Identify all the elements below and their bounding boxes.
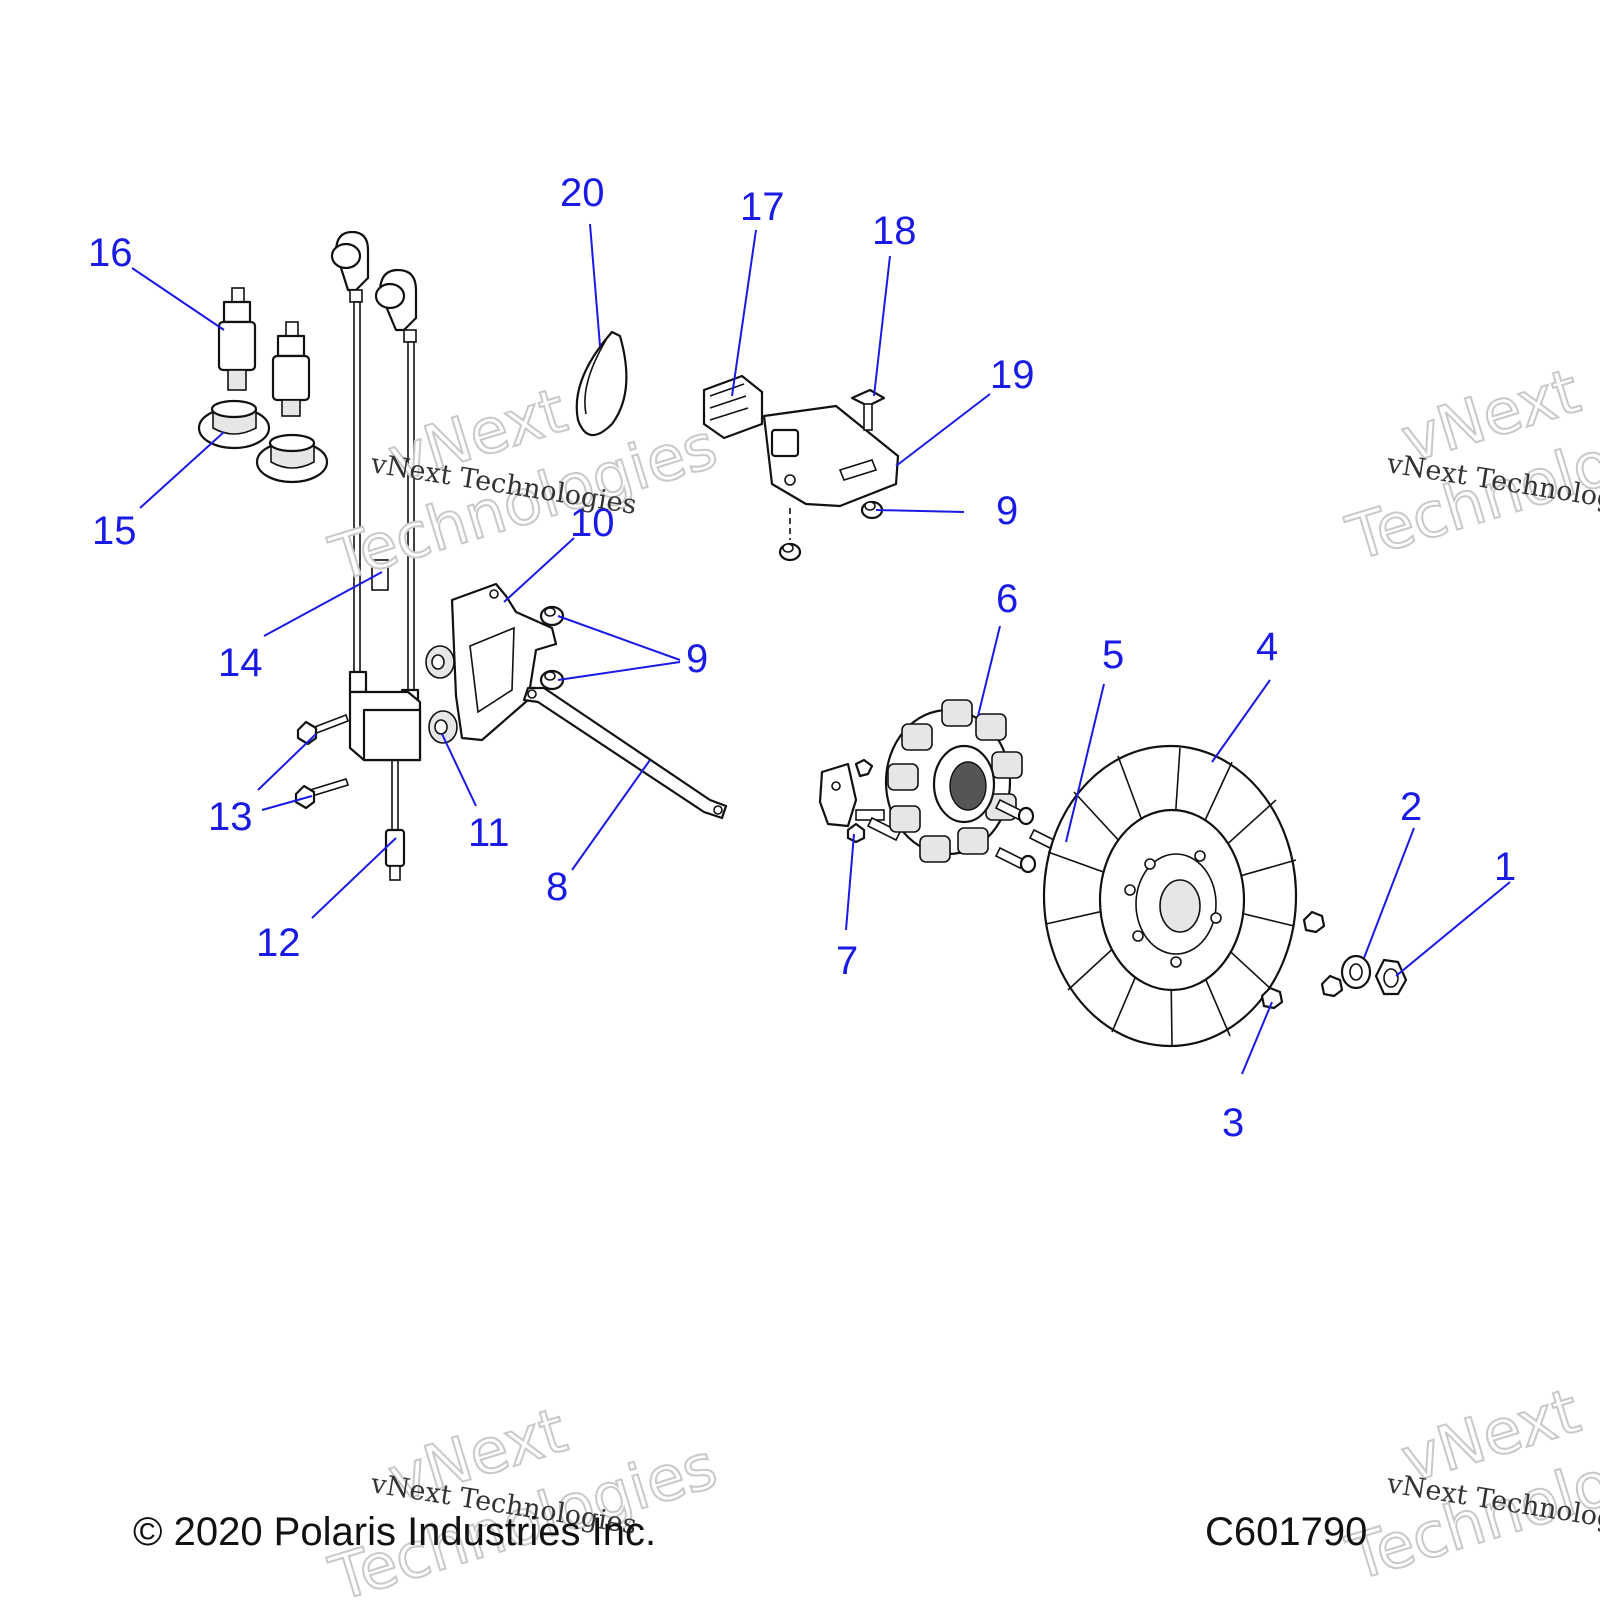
callout-13: 13	[208, 795, 253, 839]
plug-seal-left	[197, 399, 271, 450]
spark-plug-right	[271, 321, 311, 417]
mounting-bracket	[450, 582, 558, 742]
pickup-sensor	[818, 758, 902, 844]
spacers	[425, 645, 458, 744]
callout-1: 1	[1494, 845, 1516, 889]
flywheel-nut	[1374, 958, 1408, 996]
ignition-coil-assembly	[330, 230, 422, 881]
connector	[702, 374, 764, 440]
leader-lines	[131, 223, 1511, 1075]
ground-strap	[522, 686, 728, 820]
spark-plug-left	[217, 287, 257, 391]
callout-19: 19	[990, 353, 1035, 397]
callout-6: 6	[996, 577, 1018, 621]
flange-nuts	[539, 500, 884, 691]
callout-16: 16	[88, 231, 133, 275]
coil-bolts	[294, 713, 350, 810]
callout-9-regulator: 9	[996, 489, 1018, 533]
callout-5: 5	[1102, 633, 1124, 677]
callout-11: 11	[468, 811, 510, 855]
callout-4: 4	[1256, 625, 1278, 669]
regulator-bolt	[850, 388, 886, 431]
callout-10: 10	[570, 501, 615, 545]
callout-14: 14	[218, 641, 263, 685]
watermark-bottom-left: vNext Technologies	[321, 1392, 726, 1600]
stator	[884, 699, 1023, 863]
plug-seal-right	[255, 433, 329, 484]
callout-15: 15	[92, 509, 137, 553]
callout-18: 18	[872, 209, 917, 253]
callout-17: 17	[740, 185, 785, 229]
flywheel-washer	[1340, 954, 1372, 990]
callout-12: 12	[256, 921, 301, 965]
callout-2: 2	[1400, 785, 1422, 829]
flywheel-bolts	[1260, 910, 1344, 1010]
drawing-number: C601790	[1205, 1510, 1368, 1554]
callout-8: 8	[546, 865, 568, 909]
wire-tie	[575, 330, 628, 437]
callout-20: 20	[560, 171, 605, 215]
watermark-bottom-right: vNext Technologies	[1338, 1373, 1600, 1596]
callout-labels: 1 2 3 4 5 6 7 8 9 9 10 11 12 13 14 15 16…	[88, 171, 1516, 1145]
copyright-notice: © 2020 Polaris Industries Inc.	[133, 1510, 657, 1554]
flywheel	[1042, 744, 1298, 1048]
callout-9-bracket: 9	[686, 637, 708, 681]
voltage-regulator	[762, 404, 900, 562]
watermark-top-right: vNext Technologies	[1338, 353, 1600, 576]
callout-7: 7	[836, 939, 858, 983]
watermark-top-left: vNext Technologies	[321, 372, 726, 596]
callout-3: 3	[1222, 1101, 1244, 1145]
